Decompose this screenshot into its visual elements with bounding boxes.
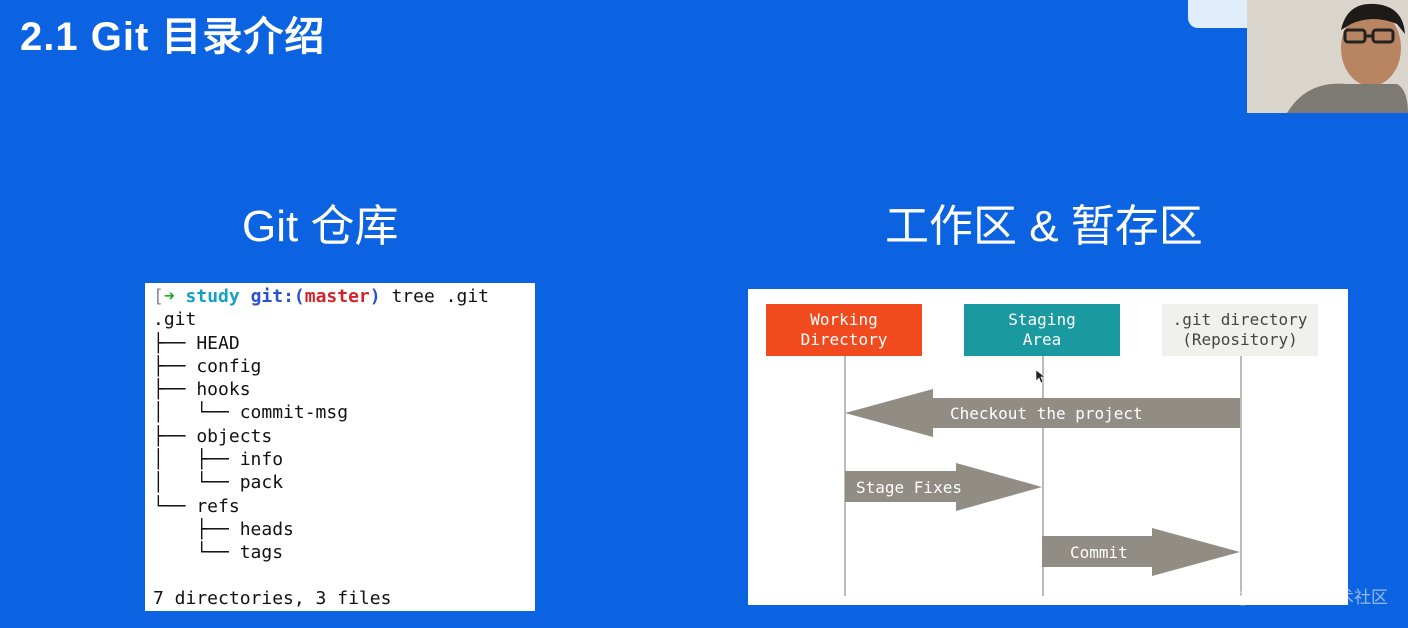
tree-line: .git bbox=[153, 309, 197, 331]
working-lifeline bbox=[844, 356, 846, 596]
box-label: .git directory bbox=[1172, 310, 1308, 329]
commit-label: Commit bbox=[1070, 543, 1128, 562]
git-workflow-diagram: Working Directory Staging Area .git dire… bbox=[748, 289, 1348, 605]
stage-fixes-label: Stage Fixes bbox=[856, 478, 962, 497]
repo-lifeline bbox=[1240, 356, 1242, 596]
tree-line: │ └── commit-msg bbox=[153, 402, 349, 424]
staging-area-box: Staging Area bbox=[964, 304, 1120, 356]
overlay-badge bbox=[1188, 0, 1248, 28]
terminal-panel: [➜ study git:(master) tree .git .git ├──… bbox=[145, 283, 535, 611]
watermark: @稀土掘金技术社区 bbox=[1234, 588, 1388, 607]
tree-line: │ └── pack bbox=[153, 472, 284, 494]
prompt-bracket: [ bbox=[153, 286, 164, 307]
prompt-directory: study bbox=[185, 286, 240, 307]
prompt-arrow-icon: ➜ bbox=[163, 286, 175, 307]
tree-line: ├── heads bbox=[153, 518, 294, 540]
presenter-video-icon bbox=[1247, 0, 1408, 113]
tree-line: │ ├── info bbox=[153, 449, 284, 471]
mouse-cursor-icon bbox=[1036, 370, 1046, 384]
tree-line: ├── objects bbox=[153, 425, 273, 447]
working-directory-box: Working Directory bbox=[766, 304, 922, 356]
tree-line: ├── hooks bbox=[153, 379, 251, 401]
commit-arrow bbox=[1042, 528, 1240, 576]
slide-title: 2.1 Git 目录介绍 bbox=[20, 15, 326, 59]
stage-fixes-arrow bbox=[845, 463, 1042, 511]
tree-line: ├── HEAD bbox=[153, 332, 240, 354]
tree-summary: 7 directories, 3 files bbox=[153, 588, 392, 609]
box-label: Working bbox=[810, 310, 878, 329]
prompt-branch: master bbox=[304, 286, 370, 307]
box-label: Area bbox=[1022, 330, 1062, 349]
box-label: Staging bbox=[1008, 310, 1076, 329]
staging-lifeline bbox=[1042, 356, 1044, 596]
git-directory-box: .git directory (Repository) bbox=[1162, 304, 1318, 356]
tree-line: └── refs bbox=[153, 495, 240, 517]
checkout-arrow bbox=[845, 389, 1240, 437]
checkout-label: Checkout the project bbox=[950, 404, 1143, 423]
git-repo-title: Git 仓库 bbox=[242, 202, 399, 251]
tree-line: ├── config bbox=[153, 355, 262, 377]
box-label: Directory bbox=[800, 330, 888, 349]
arrows-layer bbox=[845, 389, 1240, 576]
box-label: (Repository) bbox=[1182, 330, 1298, 349]
prompt-git: git:( bbox=[250, 286, 305, 307]
terminal-command: tree .git bbox=[391, 286, 490, 307]
workspace-staging-title: 工作区 & 暂存区 bbox=[885, 202, 1203, 251]
prompt-git-close: ) bbox=[369, 286, 381, 307]
tree-line: └── tags bbox=[153, 542, 284, 564]
prompt-line: [➜ study git:(master) tree .git bbox=[153, 285, 535, 308]
webcam-video bbox=[1247, 0, 1408, 113]
